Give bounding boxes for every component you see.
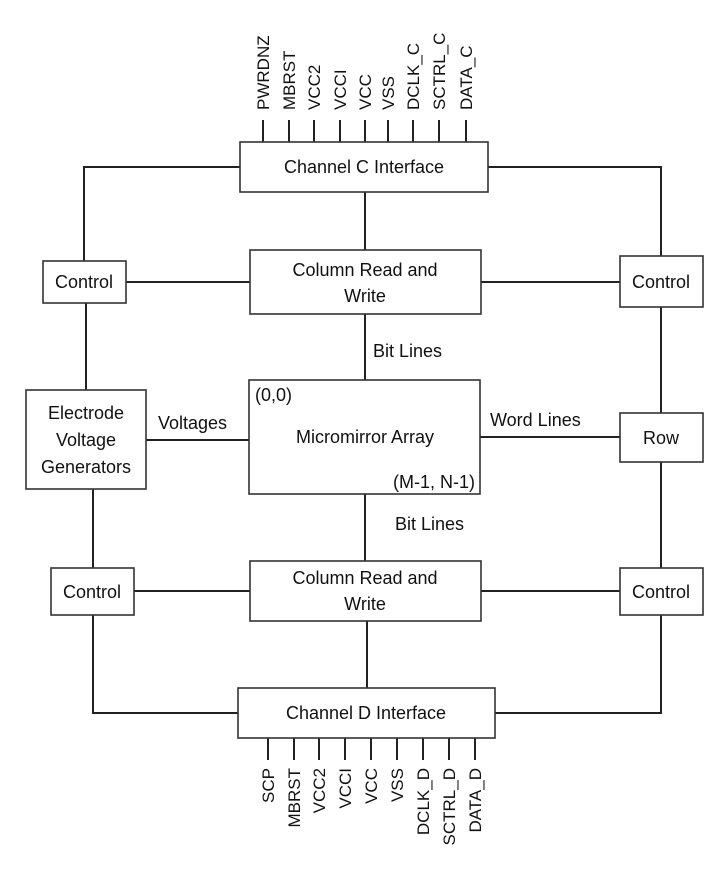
channel-c-label: Channel C Interface: [284, 157, 444, 177]
channel-d-label: Channel D Interface: [286, 703, 446, 723]
pin-label-scp: SCP: [259, 768, 278, 803]
col-rw-bottom-line1: Column Read and: [292, 568, 437, 588]
array-origin-label: (0,0): [255, 385, 292, 405]
row-label: Row: [643, 428, 680, 448]
col-rw-top-line1: Column Read and: [292, 260, 437, 280]
wire-frame-bottom-right: [495, 615, 662, 714]
pin-label-mbrst: MBRST: [280, 51, 299, 111]
pin-label-vcc2: VCC2: [305, 65, 324, 110]
control-left-bottom-label: Control: [63, 582, 121, 602]
channel-d-pins: SCP MBRST VCC2 VCCI VCC VSS DCLK_D SCTRL_D DATA_…: [259, 738, 485, 845]
wire-frame-top-right: [488, 166, 662, 256]
pin-label-vcc2: VCC2: [310, 768, 329, 813]
evg-line1: Electrode: [48, 403, 124, 423]
control-right-bottom-label: Control: [632, 582, 690, 602]
channel-c-interface-block: Channel C Interface: [239, 141, 489, 193]
row-block: Row: [619, 412, 704, 463]
control-right-top-label: Control: [632, 272, 690, 292]
evg-line3: Generators: [41, 457, 131, 477]
array-end-label: (M-1, N-1): [393, 472, 475, 492]
bit-lines-bottom-label: Bit Lines: [395, 514, 464, 534]
wires: [83, 166, 662, 714]
pin-label-sctrl-d: SCTRL_D: [440, 768, 459, 845]
col-rw-top-line2: Write: [344, 286, 386, 306]
control-right-bottom-block: Control: [619, 567, 704, 616]
channel-d-interface-block: Channel D Interface: [237, 687, 496, 739]
word-lines-label: Word Lines: [490, 410, 581, 430]
column-read-write-bottom-block: Column Read and Write: [249, 560, 482, 622]
pin-label-vcci: VCCI: [336, 768, 355, 809]
control-left-top-block: Control: [42, 260, 127, 304]
pin-label-vss: VSS: [388, 768, 407, 802]
control-left-top-label: Control: [55, 272, 113, 292]
control-right-top-block: Control: [619, 255, 704, 308]
pin-label-vcc: VCC: [362, 768, 381, 804]
voltages-label: Voltages: [158, 413, 227, 433]
pin-label-sctrl-c: SCTRL_C: [430, 33, 449, 110]
wire-frame-top-left: [83, 166, 240, 261]
pin-label-vss: VSS: [379, 76, 398, 110]
pin-label-data-d: DATA_D: [466, 768, 485, 833]
bit-lines-top-label: Bit Lines: [373, 341, 442, 361]
pin-label-vcci: VCCI: [331, 69, 350, 110]
pin-label-dclk-d: DCLK_D: [414, 768, 433, 835]
electrode-voltage-generators-block: Electrode Voltage Generators: [25, 389, 147, 490]
pin-label-pwrdnz: PWRDNZ: [254, 35, 273, 110]
pin-label-dclk-c: DCLK_C: [404, 43, 423, 110]
wire-frame-bottom-left: [92, 615, 238, 714]
column-read-write-top-block: Column Read and Write: [249, 249, 482, 315]
evg-line2: Voltage: [56, 430, 116, 450]
pin-label-data-c: DATA_C: [457, 45, 476, 110]
pin-label-vcc: VCC: [356, 74, 375, 110]
micromirror-array-block: (0,0) Micromirror Array (M-1, N-1): [248, 379, 481, 495]
control-left-bottom-block: Control: [50, 567, 135, 616]
col-rw-bottom-line2: Write: [344, 594, 386, 614]
array-label: Micromirror Array: [296, 427, 434, 447]
pin-label-mbrst: MBRST: [285, 768, 304, 828]
